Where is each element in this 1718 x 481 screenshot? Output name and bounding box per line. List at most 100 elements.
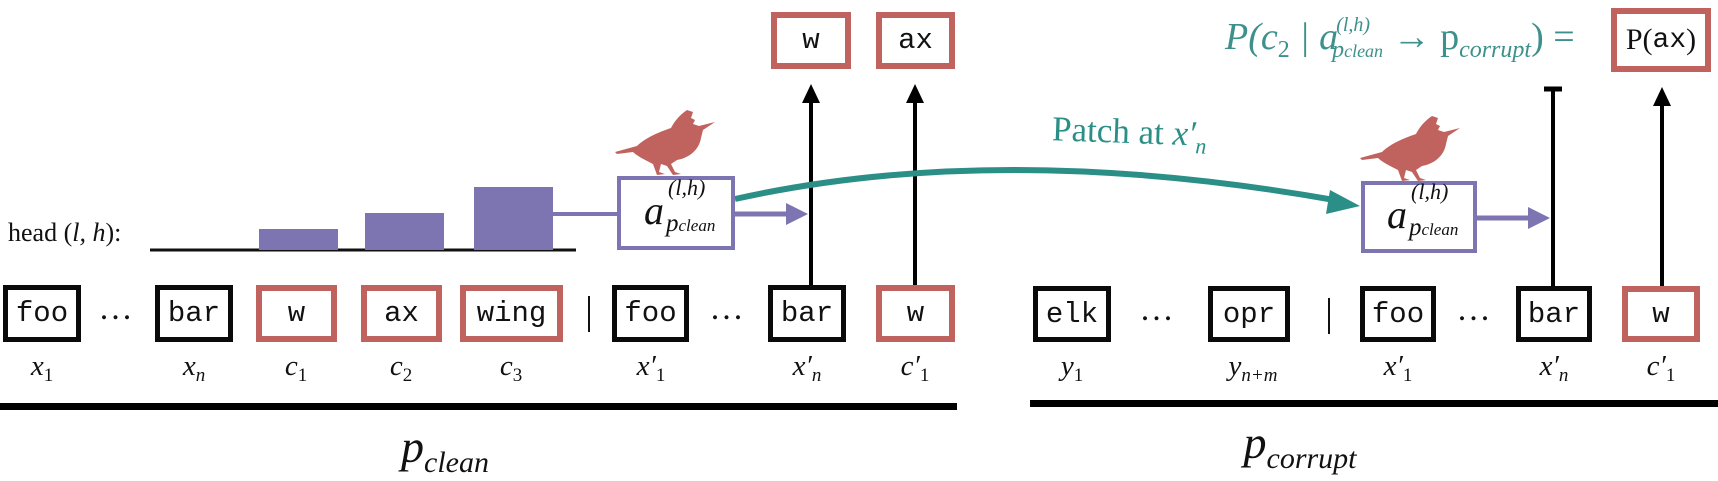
sub-var: x <box>182 350 196 382</box>
label-sub: corrupt <box>1266 442 1357 475</box>
token-text: w <box>287 297 306 330</box>
clean-token-c3: wing <box>460 285 563 342</box>
clean-w-arrowhead <box>802 84 820 103</box>
bird-icon <box>615 110 715 175</box>
clean-token-c1: w <box>256 285 337 342</box>
formula-bar: | a <box>1289 16 1339 58</box>
activation-sub-p: p <box>666 210 679 237</box>
result-token: ax <box>1652 24 1687 56</box>
sub-idx: 1 <box>1402 365 1413 386</box>
sub-idx: 3 <box>512 365 523 386</box>
sub-var: c <box>389 350 403 382</box>
sub-var: y <box>1060 350 1074 382</box>
formula-a-sup: (l,h) <box>1336 14 1371 36</box>
corrupt-prompt-label: pcorrupt <box>1244 416 1357 476</box>
sub-idx: 1 <box>1665 365 1676 386</box>
patch-label: Patch at x′n <box>1051 109 1207 159</box>
label-main: p <box>1243 417 1267 468</box>
sub-var: c′ <box>1646 350 1666 382</box>
corrupt-underline <box>1030 400 1718 407</box>
clean-sub-x1-prime: x′1 <box>637 350 666 387</box>
clean-activation-arrowhead <box>786 203 808 225</box>
clean-sub-c3: c3 <box>500 350 522 387</box>
patch-label-var: x′ <box>1171 113 1197 154</box>
patched-result-box: P(ax) <box>1611 8 1711 72</box>
label-main: p <box>401 421 425 472</box>
clean-sub-c1-prime: c′1 <box>901 350 930 387</box>
patched-probability-formula: P(c2 | a(l,h)pclean → pcorrupt) = <box>1225 14 1575 64</box>
formula-lhs-idx: 2 <box>1277 37 1290 63</box>
head-label-prefix: head ( <box>8 218 73 247</box>
token-text: foo <box>1371 297 1425 331</box>
token-text: w <box>906 297 925 330</box>
attention-bar-c2 <box>365 213 444 250</box>
clean-output-w: w <box>771 12 851 69</box>
label-sub: clean <box>424 446 489 479</box>
head-label-suffix: ): <box>105 218 122 247</box>
sub-idx: n+m <box>1241 365 1278 386</box>
formula-p-sub: corrupt <box>1459 37 1532 63</box>
corrupt-sub-xn-prime: x′n <box>1540 350 1569 387</box>
clean-token-c1-prime: w <box>876 285 955 342</box>
activation-base: a <box>644 188 664 233</box>
sub-var: x′ <box>792 350 812 382</box>
activation-sub-clean: clean <box>678 216 716 235</box>
clean-ax-arrowhead <box>906 84 924 103</box>
formula-a-sub-p: p <box>1332 37 1345 63</box>
activation-sub: pclean <box>1409 215 1458 240</box>
clean-token-xn: bar <box>155 285 233 342</box>
clean-activation-box: a (l,h) pclean <box>617 176 735 250</box>
sub-idx: n <box>195 365 206 386</box>
clean-output-ax: ax <box>876 12 955 69</box>
corrupt-activation-arrowhead <box>1528 207 1550 229</box>
activation-sup: (l,h) <box>1411 179 1449 204</box>
token-text: w <box>1652 297 1670 331</box>
activation-math: a (l,h) pclean <box>1387 181 1458 241</box>
clean-sub-xn-prime: x′n <box>793 350 822 387</box>
sub-idx: 1 <box>297 365 308 386</box>
sub-idx: 2 <box>402 365 413 386</box>
clean-token-x1: foo <box>3 285 81 342</box>
activation-sup: (l,h) <box>668 175 706 200</box>
activation-sub-p: p <box>1409 214 1422 241</box>
result-suffix: ) <box>1686 23 1697 56</box>
sub-var: x′ <box>1383 350 1403 382</box>
corrupt-sub-x1-prime: x′1 <box>1384 350 1413 387</box>
sub-idx: 1 <box>655 365 666 386</box>
formula-a-sub-clean: clean <box>1344 41 1384 61</box>
patch-label-text: Patch at <box>1051 109 1174 153</box>
corrupt-token-x1-prime: foo <box>1360 286 1436 342</box>
token-text: foo <box>624 297 677 330</box>
token-text: wing <box>476 297 547 330</box>
sub-idx: 1 <box>919 365 930 386</box>
token-text: elk <box>1045 297 1099 331</box>
clean-sub-xn: xn <box>183 350 205 387</box>
clean-underline <box>0 403 957 410</box>
patch-label-var-sub: n <box>1194 133 1207 159</box>
patch-curve <box>734 167 1341 204</box>
activation-sub-clean: clean <box>1421 220 1459 239</box>
activation-math: a (l,h) pclean <box>644 177 715 237</box>
corrupt-token-ynm: opr <box>1208 286 1290 342</box>
attention-bar-c3 <box>474 187 553 250</box>
patch-arrowhead <box>1326 190 1360 214</box>
token-text: foo <box>15 297 69 330</box>
token-text: w <box>802 24 820 57</box>
token-text: ax <box>898 24 933 57</box>
corrupt-sub-ynm: yn+m <box>1229 350 1278 387</box>
corrupt-token-xn-prime: bar <box>1516 286 1592 342</box>
clean-token-c2: ax <box>361 285 442 342</box>
attention-bar-c1 <box>259 229 338 250</box>
corrupt-sub-c1-prime: c′1 <box>1647 350 1676 387</box>
activation-base: a <box>1387 192 1407 237</box>
clean-prompt-label: pclean <box>401 420 489 480</box>
head-label: head (l, h): <box>8 218 121 248</box>
formula-equals: ) = <box>1531 16 1575 58</box>
separator <box>1328 298 1330 334</box>
clean-sub-x1: x1 <box>31 350 53 387</box>
result-prefix: P( <box>1625 23 1653 56</box>
sub-var: c <box>499 350 513 382</box>
clean-token-xn-prime: bar <box>768 285 846 342</box>
